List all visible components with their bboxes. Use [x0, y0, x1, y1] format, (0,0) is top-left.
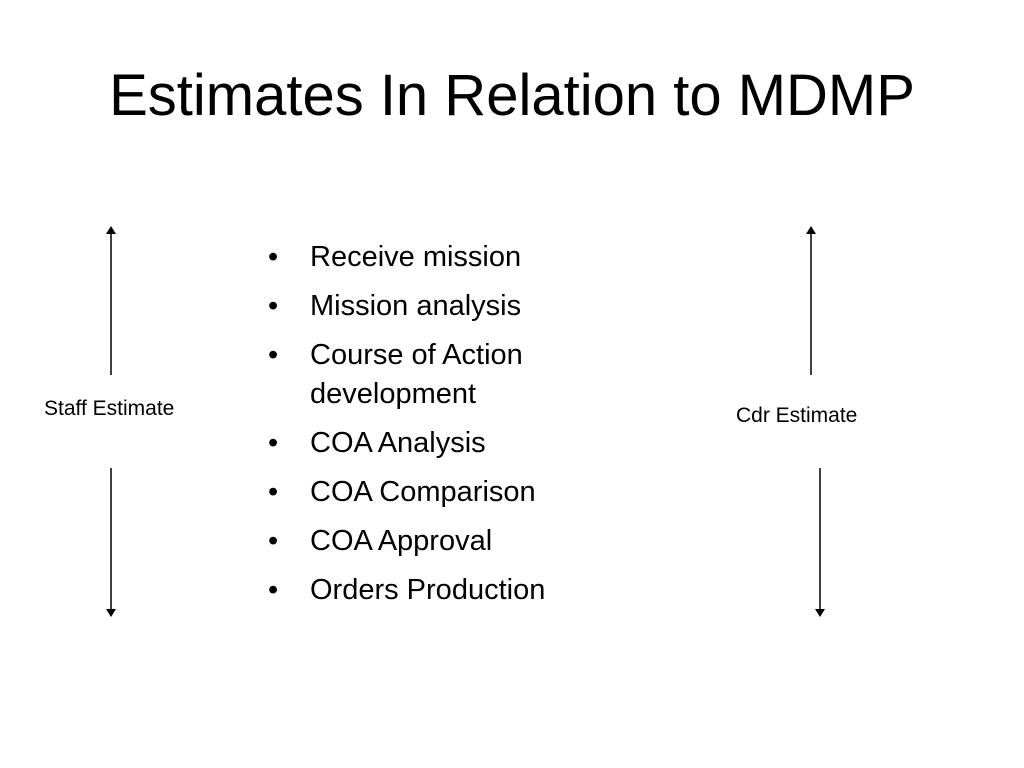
list-item: • Mission analysis: [268, 287, 628, 326]
bullet-icon: •: [268, 339, 279, 371]
list-item: • COA Approval: [268, 522, 628, 561]
step-label: Mission analysis: [310, 290, 522, 322]
step-label: COA Comparison: [310, 476, 536, 508]
step-label: Course of Action development: [310, 339, 523, 410]
step-label: Receive mission: [310, 241, 522, 273]
list-item: • Orders Production: [268, 571, 628, 610]
bullet-icon: •: [268, 427, 279, 459]
bullet-icon: •: [268, 574, 279, 606]
step-label: Orders Production: [310, 574, 546, 606]
step-label: COA Approval: [310, 525, 493, 557]
bullet-icon: •: [268, 525, 279, 557]
bullet-icon: •: [268, 290, 279, 322]
list-item: • Receive mission: [268, 238, 628, 277]
list-item: • COA Analysis: [268, 424, 628, 463]
cdr-estimate-label: Cdr Estimate: [736, 404, 858, 427]
bullet-icon: •: [268, 476, 279, 508]
slide-title: Estimates In Relation to MDMP: [109, 63, 915, 128]
mdmp-steps-list: • Receive mission • Mission analysis • C…: [268, 238, 628, 620]
list-item: • Course of Action development: [268, 336, 628, 414]
step-label: COA Analysis: [310, 427, 486, 459]
list-item: • COA Comparison: [268, 473, 628, 512]
staff-estimate-label: Staff Estimate: [44, 397, 175, 420]
bullet-icon: •: [268, 241, 279, 273]
